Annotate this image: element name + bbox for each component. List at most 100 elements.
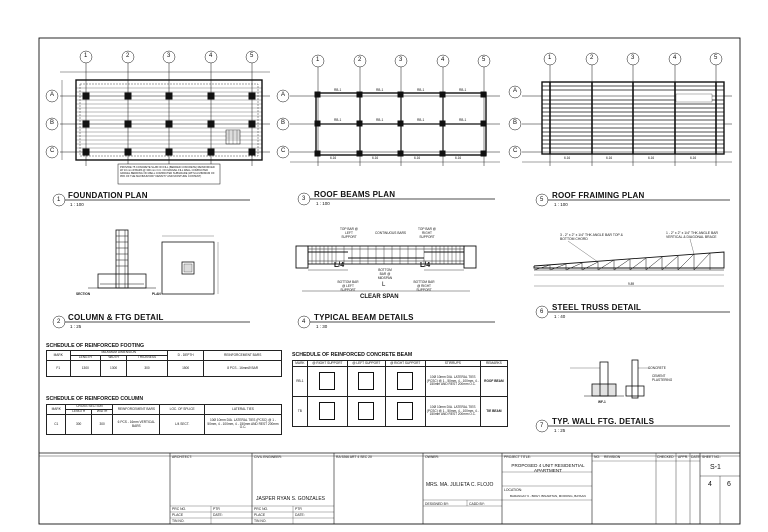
table-cell: 10Ø 10mm DIA. LATERAL TIES (PCSC) @ 1 - … bbox=[424, 396, 481, 427]
concrete-label: CONCRETE bbox=[648, 366, 666, 370]
beam-mark: RB-1 bbox=[334, 88, 342, 92]
beam-schedule-table: MARK @ RIGHT SUPPORT @ LEFT SUPPORT @ RI… bbox=[292, 360, 509, 427]
truss-chord-label: 3 - 2" x 2" x 1/4" THK ANGLE BAR TOP & B… bbox=[560, 233, 623, 241]
grid-label-2: 2 bbox=[358, 57, 362, 63]
grid-label-4: 4 bbox=[441, 57, 445, 63]
bottom-bar-midspan-label: BOTTOM BAR @ MIDSPAN bbox=[377, 268, 393, 280]
grid-label-1: 1 bbox=[548, 55, 552, 61]
grid-label-A: A bbox=[50, 92, 55, 98]
sheet-number: S-1 bbox=[710, 464, 721, 471]
grid-label-5: 5 bbox=[482, 57, 486, 63]
span-dimension: 6.16 bbox=[372, 156, 379, 160]
table-cell: 8 PCS - 16mmØ BAR bbox=[203, 360, 282, 377]
engineer-name: JASPER RYAN S. GONZALES bbox=[256, 496, 326, 502]
steel-truss-detail bbox=[533, 238, 725, 287]
foundation-plan bbox=[60, 63, 270, 185]
total-pages: 6 bbox=[727, 481, 731, 488]
grid-bubbles bbox=[45, 50, 723, 433]
wall-footing-detail bbox=[570, 359, 650, 399]
wall-ftg-title: TYP. WALL FTG. DETAILS bbox=[552, 417, 655, 426]
roof-beams-plan-title: ROOF BEAMS PLAN bbox=[314, 190, 396, 199]
drawing-number: 1 bbox=[57, 197, 61, 203]
wall-footing-mark: WF-1 bbox=[598, 400, 606, 404]
table-cell: 1500 bbox=[166, 360, 205, 377]
grid-label-C: C bbox=[281, 148, 286, 154]
beam-details-title: TYPICAL BEAM DETAILS bbox=[314, 313, 414, 322]
drawing-number: 6 bbox=[540, 309, 544, 315]
grid-label-C: C bbox=[50, 148, 55, 154]
grid-label-B: B bbox=[513, 120, 518, 126]
prc-no-label: PRC NO. bbox=[254, 507, 269, 511]
truss-scale: 1 : 40 bbox=[554, 314, 566, 319]
table-cell: 10Ø 10mm DIA. LATERAL TIES (PCSC) @ 1 - … bbox=[424, 366, 481, 397]
bottom-bar-right-label: BOTTOM BAR @ RIGHT SUPPORT bbox=[413, 280, 435, 292]
typical-beam-detail bbox=[295, 245, 477, 292]
beam-mark: RB-1 bbox=[376, 118, 384, 122]
table-cell: 300 bbox=[90, 414, 114, 435]
beam-mark: RB-1 bbox=[417, 118, 425, 122]
table-cell: C1 bbox=[45, 414, 67, 435]
date-label: DATE: bbox=[691, 455, 701, 459]
drawing-number: 5 bbox=[540, 197, 544, 203]
beam-section-cell bbox=[306, 396, 348, 427]
grid-label-5: 5 bbox=[714, 55, 718, 61]
beam-section-cell bbox=[346, 396, 386, 427]
grid-label-A: A bbox=[281, 92, 286, 98]
approved-label: APPR. bbox=[678, 455, 689, 459]
footing-schedule-table: MARK MAXIMUM DIMENSION D - DEPTH REINFOR… bbox=[46, 350, 282, 377]
footing-schedule-title: SCHEDULE OF REINFORCED FOOTING bbox=[46, 343, 144, 349]
plaster-label: CEMENT PLASTERING bbox=[652, 374, 673, 382]
owner-label: OWNER: bbox=[425, 455, 439, 459]
column-ftg-scale: 1 : 25 bbox=[70, 324, 82, 329]
owner-name: MRS. MA. JULIETA C. FLOJO bbox=[426, 482, 494, 488]
grid-label-B: B bbox=[50, 120, 55, 126]
designed-by-label: DESIGNED BY: bbox=[425, 502, 449, 506]
grid-label-1: 1 bbox=[316, 57, 320, 63]
beam-section-cell bbox=[306, 366, 348, 397]
civil-engineer-label: CIVIL ENGINEER: bbox=[254, 455, 282, 459]
foundation-plan-scale: 1 : 100 bbox=[70, 202, 84, 207]
beam-schedule-title: SCHEDULE OF REINFORCED CONCRETE BEAM bbox=[292, 352, 413, 358]
grid-label-5: 5 bbox=[250, 53, 254, 59]
cadd-by-label: CADD BY: bbox=[469, 502, 485, 506]
architect-label: ARCHITECT: bbox=[172, 455, 192, 459]
continuous-bars-label: CONTINUOUS BARS bbox=[375, 231, 406, 235]
date-label: DATE: bbox=[295, 513, 305, 517]
span-length-label: L bbox=[382, 282, 386, 288]
wall-ftg-scale: 1 : 25 bbox=[554, 428, 566, 433]
truss-total-dimension: 9.89 bbox=[628, 282, 635, 286]
beam-details-scale: 1 : 30 bbox=[316, 324, 328, 329]
quarter-span-left: L/4 bbox=[334, 262, 345, 269]
column-footing-detail bbox=[88, 229, 219, 295]
checked-label: CHECKED bbox=[657, 455, 674, 459]
bottom-bar-left-label: BOTTOM BAR @ LEFT SUPPORT bbox=[337, 280, 359, 292]
foundation-plan-title: FOUNDATION PLAN bbox=[68, 191, 148, 200]
plan-label: PLAN bbox=[152, 292, 161, 296]
grid-label-1: 1 bbox=[84, 53, 88, 59]
column-schedule-table: MARK CROSS SECTION REINFORCEMENT BARS LO… bbox=[45, 404, 282, 435]
roof-framing-plan-title: ROOF FRAIMING PLAN bbox=[552, 191, 645, 200]
grid-label-4: 4 bbox=[673, 55, 677, 61]
table-cell: L/4 SECT. bbox=[159, 414, 205, 435]
grid-label-2: 2 bbox=[126, 53, 130, 59]
ptr-label: PTR bbox=[295, 507, 302, 511]
beam-mark: RB-1 bbox=[459, 118, 467, 122]
table-cell: 6 PCS - 16mm VERTICAL BARS bbox=[112, 414, 161, 435]
prc-no-label: PRC NO. bbox=[172, 507, 187, 511]
tin-label: TIN NO. bbox=[254, 519, 267, 523]
location-label: LOCATION: bbox=[504, 488, 523, 492]
span-dimension: 6.16 bbox=[564, 156, 571, 160]
span-dimension: 6.16 bbox=[414, 156, 421, 160]
grid-label-3: 3 bbox=[631, 55, 635, 61]
drawing-number: 2 bbox=[57, 319, 61, 325]
roof-framing-plan-scale: 1 : 100 bbox=[554, 202, 568, 207]
revision-label: REVISION bbox=[604, 455, 621, 459]
location: BARANGAY 6 - BRGY. BINARITAN, MORONG, BA… bbox=[510, 494, 586, 498]
table-cell: 300 bbox=[126, 360, 168, 377]
span-dimension: 6.16 bbox=[455, 156, 462, 160]
quarter-span-right: L/4 bbox=[420, 262, 431, 269]
table-cell: TIE BEAM bbox=[479, 396, 509, 427]
grid-label-4: 4 bbox=[209, 53, 213, 59]
grid-label-2: 2 bbox=[590, 55, 594, 61]
drawing-number: 4 bbox=[302, 319, 306, 325]
